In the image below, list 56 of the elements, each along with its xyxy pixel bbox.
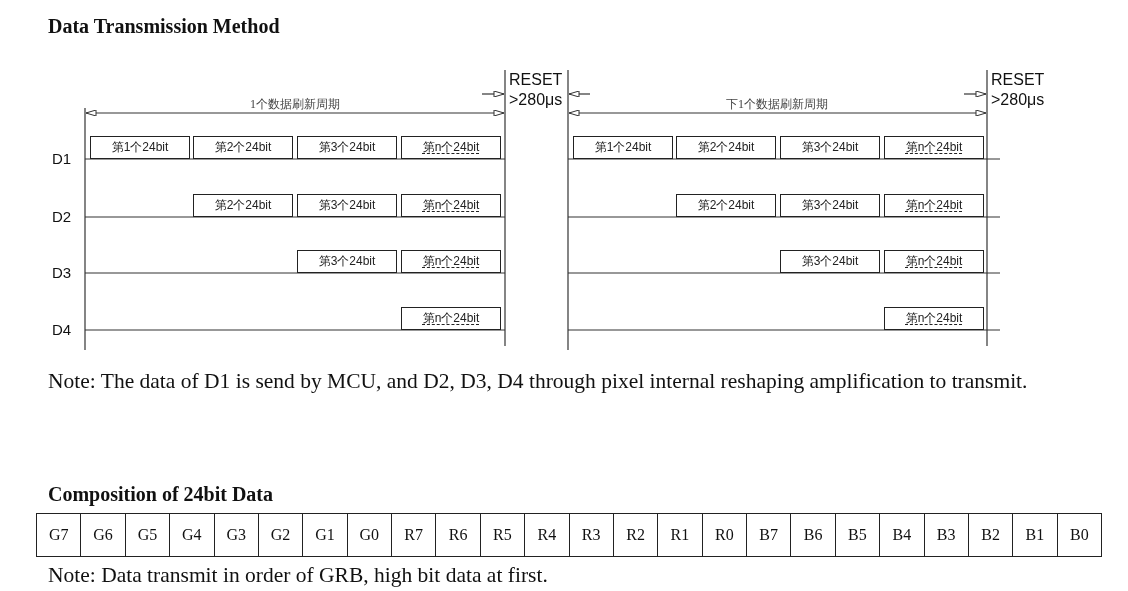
table-cell: R5 <box>479 513 526 557</box>
period-label: 1个数据刷新周期 <box>249 96 341 113</box>
table-cell: R6 <box>435 513 481 557</box>
data-frame-box: 第n个24bit <box>401 307 501 330</box>
table-cell: R4 <box>524 513 570 557</box>
signal-label: D1 <box>52 150 72 167</box>
table-cell: B2 <box>967 513 1014 557</box>
data-frame-box: 第2个24bit <box>193 136 293 159</box>
table-cell: R7 <box>391 513 437 557</box>
table-cell: B3 <box>923 513 969 557</box>
period-label: 下1个数据刷新周期 <box>725 96 829 113</box>
signal-label: D4 <box>52 321 72 338</box>
data-frame-box: 第2个24bit <box>676 194 776 217</box>
data-frame-box: 第n个24bit <box>884 307 984 330</box>
data-frame-box: 第2个24bit <box>193 194 293 217</box>
data-frame-box: 第3个24bit <box>780 250 880 273</box>
table-cell: G3 <box>213 513 259 557</box>
data-frame-box: 第n个24bit <box>884 250 984 273</box>
data-frame-box: 第3个24bit <box>297 136 397 159</box>
table-cell: B0 <box>1056 513 1102 557</box>
reset-label: RESET >280μs <box>509 70 564 110</box>
data-frame-box: 第3个24bit <box>780 194 880 217</box>
reset-label: RESET >280μs <box>991 70 1046 110</box>
table-cell: B6 <box>790 513 836 557</box>
data-frame-box: 第1个24bit <box>90 136 190 159</box>
table-cell: B4 <box>879 513 925 557</box>
table-cell: B5 <box>834 513 881 557</box>
table-cell: B1 <box>1012 513 1058 557</box>
data-frame-box: 第n个24bit <box>401 136 501 159</box>
signal-label: D3 <box>52 264 72 281</box>
data-frame-box: 第1个24bit <box>573 136 673 159</box>
table-cell: G7 <box>36 513 82 557</box>
data-frame-box: 第3个24bit <box>297 194 397 217</box>
table-cell: G1 <box>302 513 348 557</box>
table-cell: R3 <box>568 513 614 557</box>
heading: Composition of 24bit Data <box>48 483 273 506</box>
table-cell: G6 <box>80 513 126 557</box>
data-frame-box: 第2个24bit <box>676 136 776 159</box>
table-cell: G5 <box>124 513 171 557</box>
data-frame-box: 第n个24bit <box>884 194 984 217</box>
table-cell: R1 <box>657 513 703 557</box>
data-frame-box: 第n个24bit <box>401 250 501 273</box>
table-cell: G4 <box>169 513 215 557</box>
data-frame-box: 第3个24bit <box>297 250 397 273</box>
note-text: Note: Data transmit in order of GRB, high bit data at first. <box>48 563 548 588</box>
note-text: Note: The data of D1 is send by MCU, and D2, D3, D4 through pixel internal reshaping amplification to transmit. <box>48 368 1029 395</box>
table-cell: B7 <box>746 513 792 557</box>
heading: Data Transmission Method <box>48 15 280 38</box>
data-frame-box: 第n个24bit <box>884 136 984 159</box>
data-frame-box: 第3个24bit <box>780 136 880 159</box>
signal-label: D2 <box>52 208 72 225</box>
table-cell: G2 <box>257 513 304 557</box>
table-cell: R2 <box>612 513 659 557</box>
table-cell: G0 <box>346 513 392 557</box>
data-frame-box: 第n个24bit <box>401 194 501 217</box>
table-cell: R0 <box>701 513 747 557</box>
